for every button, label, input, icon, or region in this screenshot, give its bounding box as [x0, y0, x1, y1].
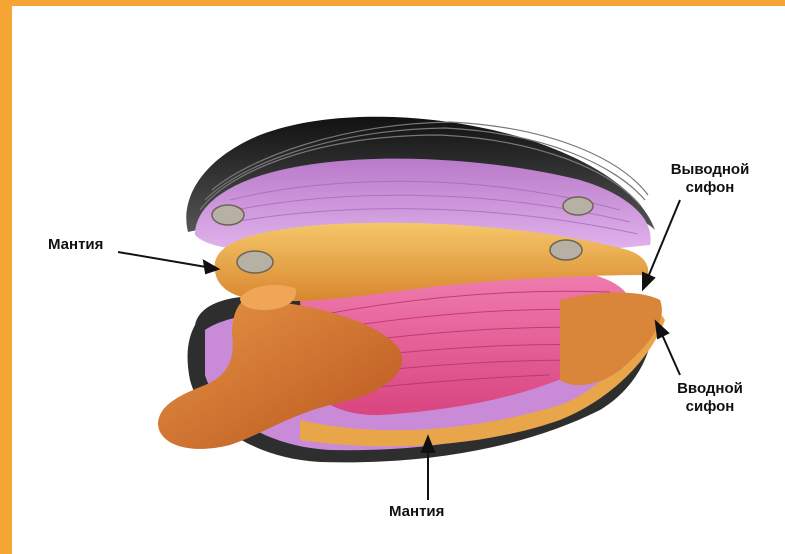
label-outflow-siphon-line2: сифон [660, 179, 760, 197]
label-inflow-siphon-line1: Вводной [660, 380, 760, 398]
siphon-region [560, 293, 662, 386]
label-outflow-siphon: Выводной сифон [660, 161, 760, 197]
label-inflow-siphon: Вводной сифон [660, 380, 760, 416]
label-outflow-siphon-line1: Выводной [660, 161, 760, 179]
label-inflow-siphon-line2: сифон [660, 398, 760, 416]
label-mantle-left: Мантия [48, 236, 103, 254]
label-mantle-bottom: Мантия [389, 503, 444, 521]
